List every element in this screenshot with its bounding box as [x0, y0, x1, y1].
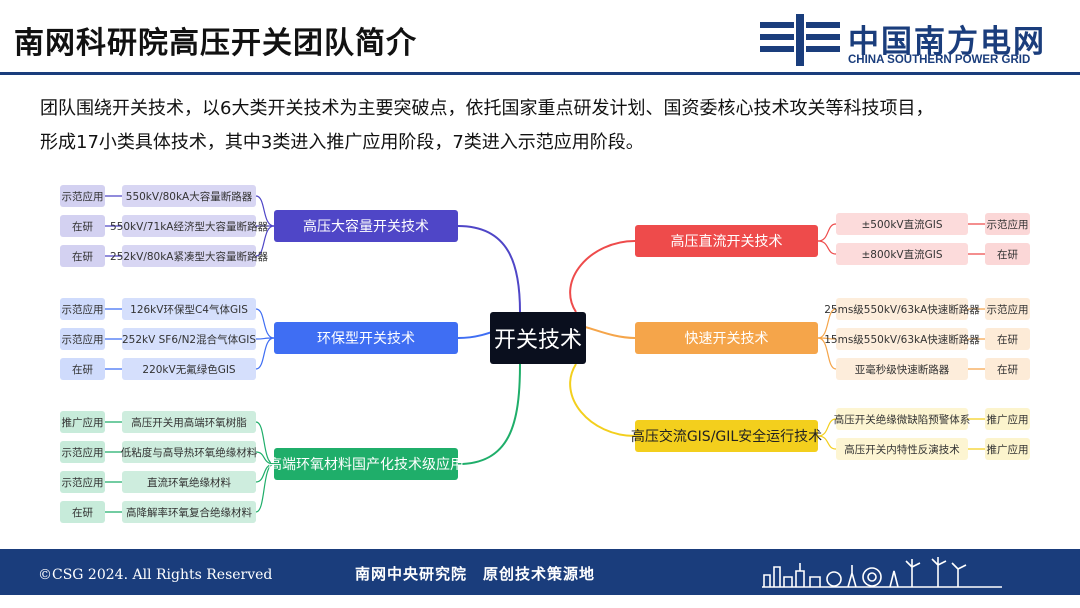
copyright-text: ©CSG 2024. All Rights Reserved: [38, 567, 273, 583]
logo-english-name: CHINA SOUTHERN POWER GRID: [848, 54, 1031, 66]
tech-item: ±800kV直流GIS: [836, 243, 968, 265]
status-tag: 示范应用: [60, 185, 105, 207]
tech-item: 550kV/71kA经济型大容量断路器: [110, 215, 268, 237]
branch-topic-right-2: 高压交流GIS/GIL安全运行技术: [631, 420, 822, 452]
csg-emblem-icon: [760, 14, 840, 66]
status-tag: 推广应用: [985, 408, 1030, 430]
branch-topic-left-0: 高压大容量开关技术: [274, 210, 458, 242]
connector-line: [817, 308, 837, 339]
connector-line: [817, 223, 837, 242]
status-tag: 示范应用: [60, 471, 105, 493]
status-tag: 在研: [60, 245, 105, 267]
status-tag: 在研: [985, 328, 1030, 350]
branch-topic-left-1: 环保型开关技术: [274, 322, 458, 354]
connector-line: [817, 435, 837, 450]
footer-slogan: 南网中央研究院 原创技术策源地: [355, 565, 596, 583]
tech-item: 高压开关内特性反演技术: [836, 438, 968, 460]
tech-item: 15ms级550kV/63kA快速断路器: [824, 328, 980, 350]
status-tag: 示范应用: [60, 328, 105, 350]
logo-chinese-name: 中国南方电网: [848, 24, 1046, 60]
center-node: 开关技术: [490, 312, 586, 364]
page-title: 南网科研院高压开关团队简介: [14, 26, 417, 61]
footer-bottom-strip: [0, 595, 1080, 608]
status-tag: 示范应用: [60, 298, 105, 320]
status-tag: 在研: [985, 358, 1030, 380]
connector-line: [255, 308, 275, 339]
connector-line: [255, 463, 275, 513]
connector-line: [255, 451, 275, 465]
connector-line: [817, 240, 837, 255]
connector-line: [255, 337, 275, 370]
connector-line: [569, 240, 636, 313]
city-skyline-icon: [762, 557, 1002, 588]
status-tag: 在研: [985, 243, 1030, 265]
connector-line: [817, 418, 837, 437]
status-tag: 示范应用: [985, 213, 1030, 235]
branch-topic-right-0: 高压直流开关技术: [635, 225, 818, 257]
tech-item: 220kV无氟绿色GIS: [122, 358, 256, 380]
status-tag: 推广应用: [985, 438, 1030, 460]
connector-line: [255, 421, 275, 465]
branch-topic-left-2: 高端环氧材料国产化技术级应用: [268, 448, 464, 480]
tech-item: 直流环氧绝缘材料: [122, 471, 256, 493]
status-tag: 示范应用: [60, 441, 105, 463]
connector-line: [457, 225, 521, 313]
tech-item: 550kV/80kA大容量断路器: [122, 185, 256, 207]
intro-text: 团队围绕开关技术，以6大类开关技术为主要突破点，依托国家重点研发计划、国资委核心…: [40, 92, 1050, 160]
connector-line: [457, 363, 521, 465]
tech-item: 252kV/80kA紧凑型大容量断路器: [110, 245, 268, 267]
tech-item: ±500kV直流GIS: [836, 213, 968, 235]
tech-item: 126kV环保型C4气体GIS: [122, 298, 256, 320]
connector-line: [255, 195, 275, 227]
tech-item: 高压开关绝缘微缺陷预警体系: [834, 408, 970, 430]
connector-line: [817, 337, 837, 370]
tech-item: 亚毫秒级快速断路器: [836, 358, 968, 380]
status-tag: 在研: [60, 358, 105, 380]
intro-line-2: 形成17小类具体技术，其中3类进入推广应用阶段，7类进入示范应用阶段。: [40, 132, 644, 153]
tech-item: 252kV SF6/N2混合气体GIS: [122, 328, 256, 350]
tech-item: 高降解率环氧复合绝缘材料: [122, 501, 256, 523]
tech-item: 低粘度与高导热环氧绝缘材料: [121, 441, 257, 463]
intro-line-1: 团队围绕开关技术，以6大类开关技术为主要突破点，依托国家重点研发计划、国资委核心…: [40, 98, 934, 119]
connector-line: [569, 363, 636, 437]
status-tag: 示范应用: [985, 298, 1030, 320]
branch-topic-right-1: 快速开关技术: [635, 322, 818, 354]
connector-line: [255, 225, 275, 257]
csg-logo: 中国南方电网 CHINA SOUTHERN POWER GRID: [760, 12, 1070, 70]
header-divider: [0, 72, 1080, 75]
status-tag: 在研: [60, 501, 105, 523]
status-tag: 推广应用: [60, 411, 105, 433]
tech-item: 高压开关用高端环氧树脂: [122, 411, 256, 433]
tech-item: 25ms级550kV/63kA快速断路器: [824, 298, 980, 320]
status-tag: 在研: [60, 215, 105, 237]
